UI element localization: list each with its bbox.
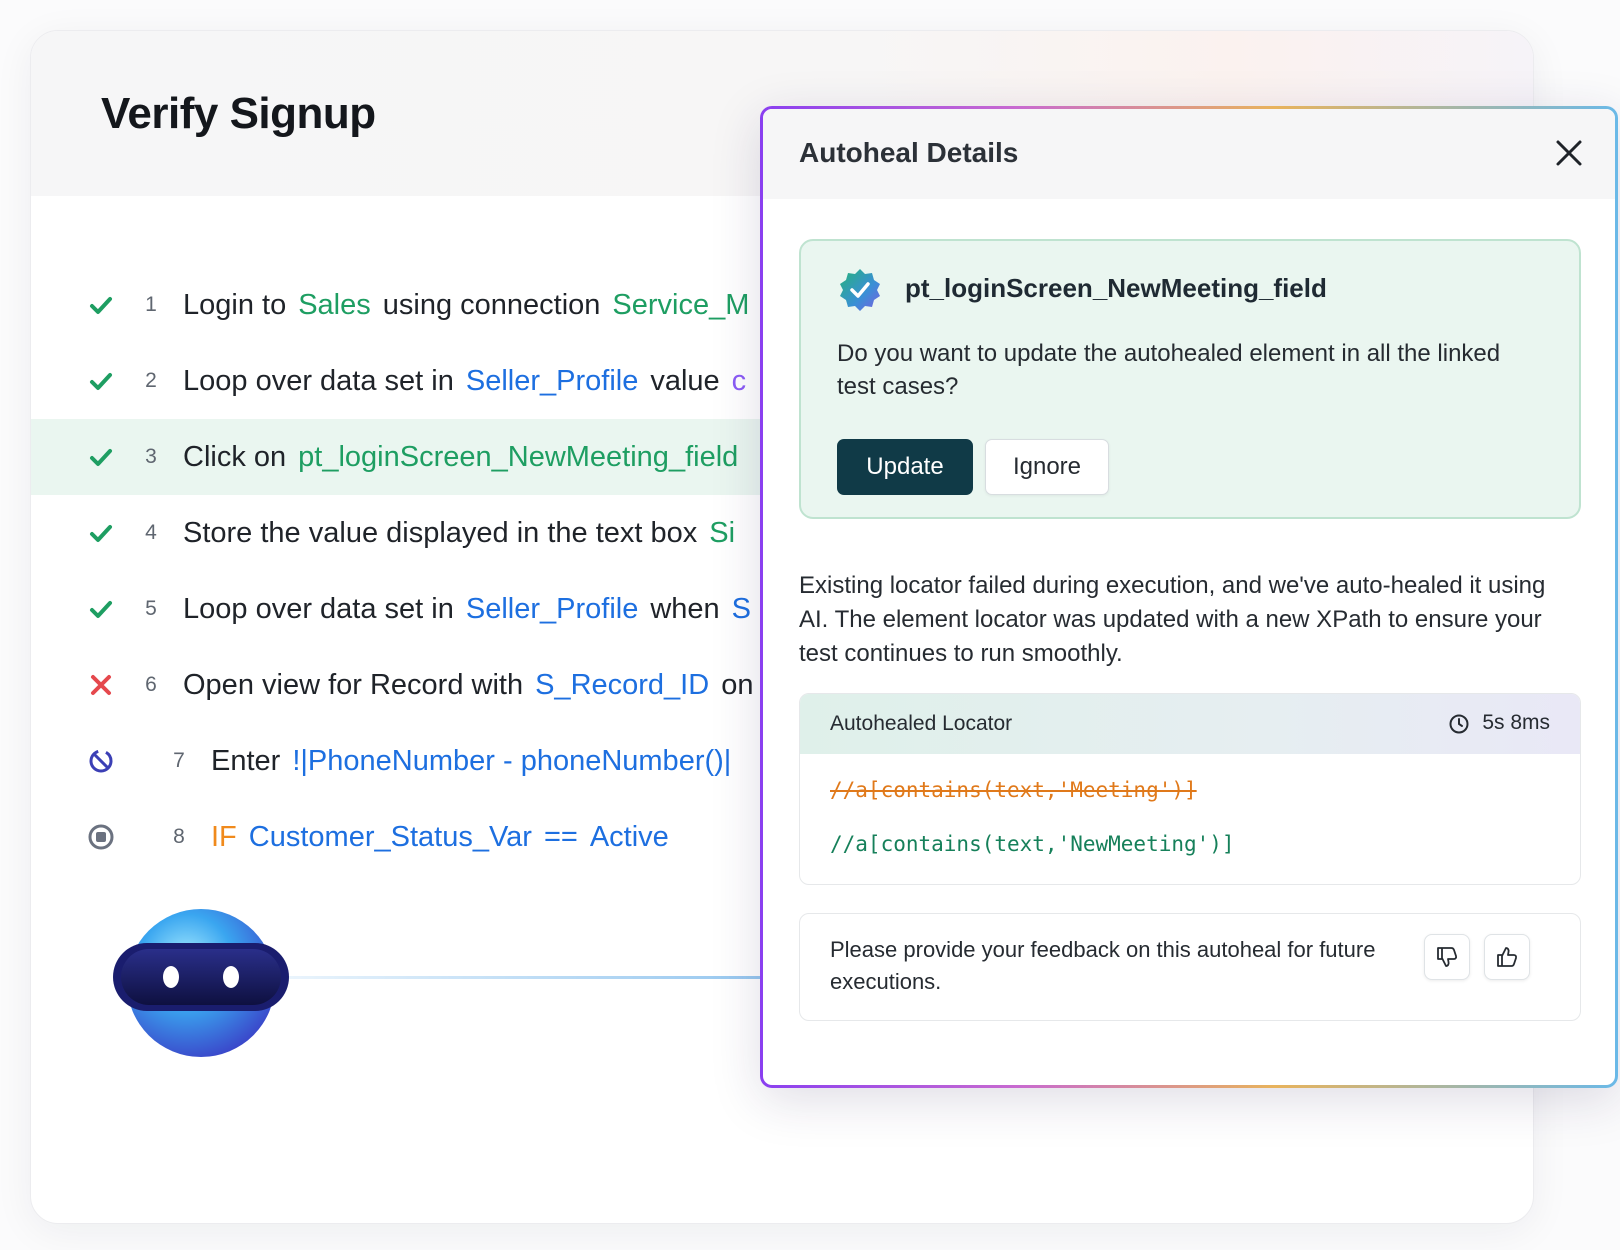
step-row-3[interactable]: 3 Click on pt_loginScreen_NewMeeting_field xyxy=(31,419,791,495)
clock-icon xyxy=(1449,714,1469,734)
step-number: 4 xyxy=(145,521,157,544)
close-icon[interactable] xyxy=(1549,133,1589,173)
step-text-part: Enter xyxy=(211,744,281,777)
thumbs-down-button[interactable] xyxy=(1424,934,1470,980)
step-row-4[interactable]: 4 Store the value displayed in the text b… xyxy=(31,495,791,571)
step-reference[interactable]: Si xyxy=(709,516,736,549)
step-reference[interactable]: c xyxy=(731,364,747,397)
step-row-1[interactable]: 1 Login to Sales using connection Service_M xyxy=(31,267,791,343)
locator-header: Autohealed Locator 5s 8ms xyxy=(800,694,1580,754)
step-text: Enter !|PhoneNumber - phoneNumber()| xyxy=(205,745,737,778)
skip-icon xyxy=(89,749,113,773)
step-number: 2 xyxy=(145,369,157,392)
step-reference[interactable]: == xyxy=(543,820,578,853)
ai-robot-mascot xyxy=(113,909,289,1057)
feedback-box: Please provide your feedback on this aut… xyxy=(799,913,1581,1021)
step-number: 8 xyxy=(173,825,185,848)
step-text-part: value xyxy=(650,364,720,397)
update-button[interactable]: Update xyxy=(837,439,973,495)
step-number: 5 xyxy=(145,597,157,620)
step-text: Store the value displayed in the text bo… xyxy=(177,517,741,550)
step-reference[interactable]: Seller_Profile xyxy=(465,364,639,397)
healed-element-name: pt_loginScreen_NewMeeting_field xyxy=(905,273,1327,303)
x-icon xyxy=(91,675,111,695)
step-reference[interactable]: Customer_Status_Var xyxy=(248,820,532,853)
update-confirmation-box: pt_loginScreen_NewMeeting_field Do you w… xyxy=(799,239,1581,519)
step-text-part: Open view for Record with xyxy=(183,668,524,701)
step-reference[interactable]: Sales xyxy=(298,288,371,321)
step-text-part: on xyxy=(721,668,754,701)
step-number: 6 xyxy=(145,673,157,696)
step-number: 7 xyxy=(173,749,185,772)
stop-icon xyxy=(88,824,114,850)
step-row-6[interactable]: 6 Open view for Record with S_Record_ID on xyxy=(31,647,791,723)
step-reference[interactable]: Service_M xyxy=(612,288,750,321)
check-icon xyxy=(90,373,112,390)
step-row-7[interactable]: 7 Enter !|PhoneNumber - phoneNumber()| xyxy=(31,723,791,799)
check-icon xyxy=(90,601,112,618)
check-icon xyxy=(90,525,112,542)
thumbs-down-icon xyxy=(1437,947,1458,967)
check-icon xyxy=(90,297,112,314)
step-text: Open view for Record with S_Record_ID on xyxy=(177,669,759,702)
page-title: Verify Signup xyxy=(101,89,376,138)
autoheal-panel: Autoheal Details pt_loginScreen_NewMeeti… xyxy=(760,106,1618,1088)
robot-connector-line xyxy=(286,976,806,979)
step-reference[interactable]: S_Record_ID xyxy=(535,668,710,701)
step-reference[interactable]: Seller_Profile xyxy=(465,592,639,625)
ignore-button[interactable]: Ignore xyxy=(985,439,1109,495)
update-question: Do you want to update the autohealed ele… xyxy=(837,340,1501,400)
step-row-8[interactable]: 8 IF Customer_Status_Var == Active xyxy=(31,799,791,875)
old-xpath: //a[contains(text,'Meeting')] xyxy=(830,778,1197,802)
step-text: Loop over data set in Seller_Profile when S xyxy=(177,593,757,626)
step-row-5[interactable]: 5 Loop over data set in Seller_Profile when… xyxy=(31,571,791,647)
step-text: Login to Sales using connection Service_M xyxy=(177,289,755,322)
autohealed-locator-box: Autohealed Locator 5s 8ms //a[contains(t… xyxy=(799,693,1581,885)
step-reference[interactable]: !|PhoneNumber - phoneNumber()| xyxy=(292,744,732,777)
step-text-part: Click on xyxy=(183,440,287,473)
new-xpath: //a[contains(text,'NewMeeting')] xyxy=(830,832,1235,856)
step-text: Loop over data set in Seller_Profile value… xyxy=(177,365,752,398)
panel-title: Autoheal Details xyxy=(799,137,1019,168)
step-text-part: Login to xyxy=(183,288,287,321)
step-reference[interactable]: pt_loginScreen_NewMeeting_field xyxy=(298,440,739,473)
locator-duration: 5s 8ms xyxy=(1482,711,1550,734)
thumbs-up-icon xyxy=(1497,947,1518,967)
locator-title: Autohealed Locator xyxy=(830,712,1013,735)
check-icon xyxy=(90,449,112,466)
step-row-2[interactable]: 2 Loop over data set in Seller_Profile valu… xyxy=(31,343,791,419)
step-text-part: when xyxy=(650,592,720,625)
panel-header: Autoheal Details xyxy=(763,109,1615,199)
autoheal-panel-body: Autoheal Details pt_loginScreen_NewMeeti… xyxy=(763,109,1615,1085)
verified-badge-icon xyxy=(840,269,880,311)
autoheal-explanation: Existing locator failed during execution… xyxy=(799,572,1546,667)
step-text-part: Store the value displayed in the text bo… xyxy=(183,516,698,549)
feedback-prompt: Please provide your feedback on this aut… xyxy=(830,937,1376,994)
step-text-part: Loop over data set in xyxy=(183,592,454,625)
step-number: 3 xyxy=(145,445,157,468)
step-text: Click on pt_loginScreen_NewMeeting_field xyxy=(177,441,744,474)
step-text: IF Customer_Status_Var == Active xyxy=(205,821,675,854)
step-text-part: using connection xyxy=(382,288,601,321)
step-text-part: Loop over data set in xyxy=(183,364,454,397)
step-reference[interactable]: IF xyxy=(211,820,237,853)
step-reference[interactable]: Active xyxy=(589,820,669,853)
step-reference[interactable]: S xyxy=(731,592,752,625)
step-number: 1 xyxy=(145,293,157,316)
thumbs-up-button[interactable] xyxy=(1484,934,1530,980)
